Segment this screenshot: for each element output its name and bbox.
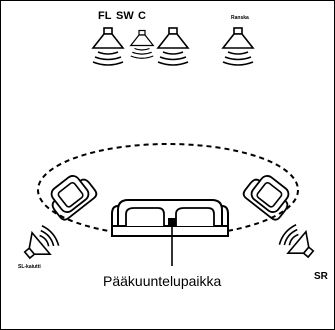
center-speaker-icon xyxy=(157,27,189,66)
subwoofer-label: SW xyxy=(116,10,134,22)
front-left-label: FL xyxy=(98,10,112,22)
surround-right-label: SR xyxy=(314,271,328,282)
center-label: C xyxy=(138,10,146,22)
front-left-speaker-icon xyxy=(92,27,124,66)
left-armchair-icon xyxy=(43,168,100,223)
surround-right-speaker-icon xyxy=(275,221,321,266)
front-right-label: Ranska xyxy=(231,15,249,21)
surround-left-label: SL-kaiutti xyxy=(18,264,41,270)
sofa-icon xyxy=(111,199,229,237)
front-right-speaker-icon xyxy=(222,27,254,66)
listening-position-label: Pääkuuntelupaikka xyxy=(103,273,222,289)
subwoofer-speaker-icon xyxy=(130,29,154,59)
surround-left-speaker-icon xyxy=(17,222,63,267)
right-armchair-icon xyxy=(240,168,297,223)
